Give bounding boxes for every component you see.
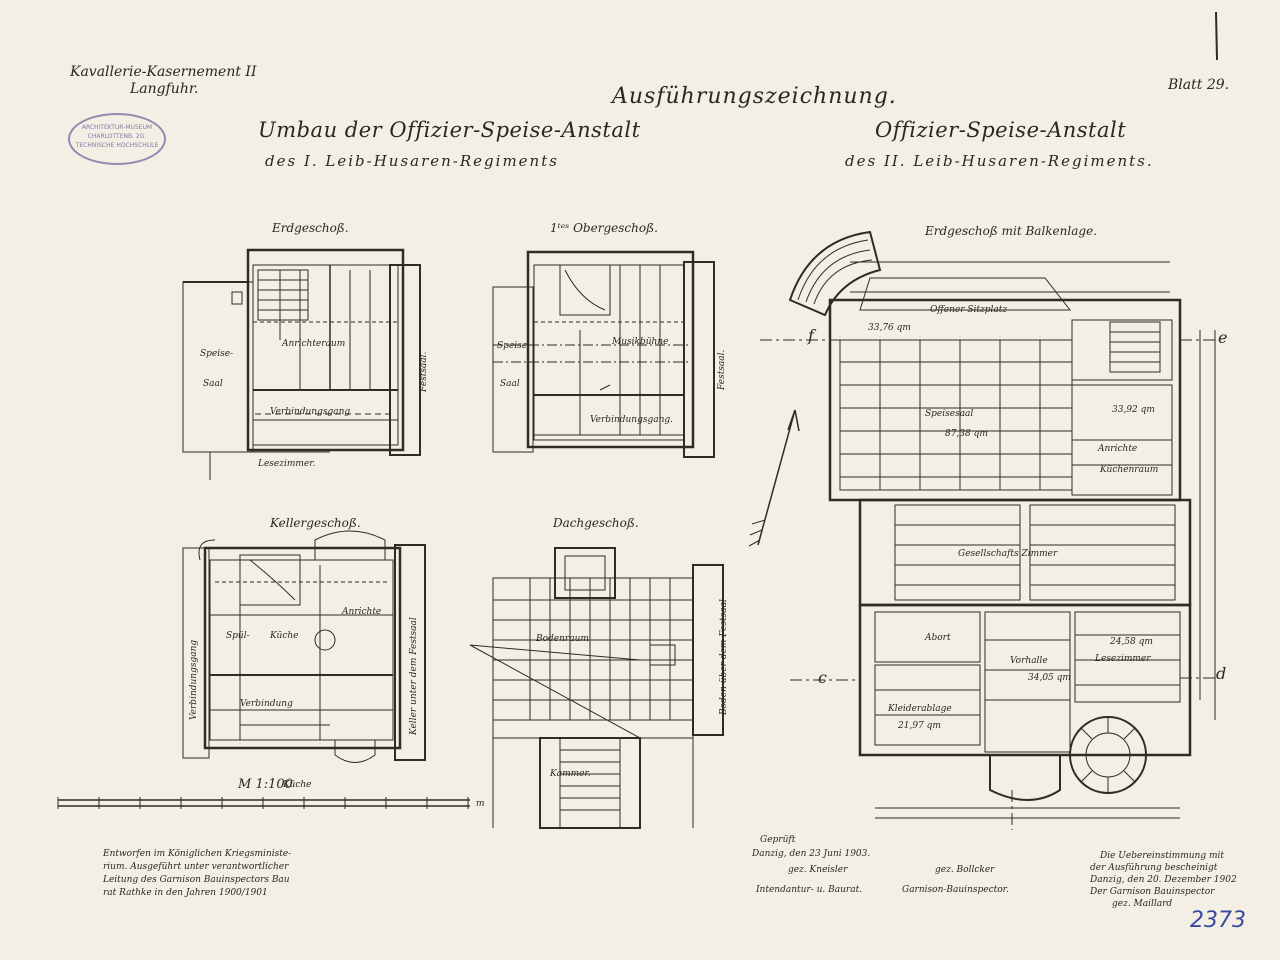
right-subtitle: des II. Leib-Husaren-Regiments.: [845, 152, 1154, 170]
main-lesezimmer: Lesezimmer: [1095, 654, 1151, 664]
scale-unit: m: [476, 799, 485, 809]
header-left-line2: Langfuhr.: [130, 81, 199, 97]
plan-dachgeschoss-lines: [469, 547, 724, 829]
stamp-line-3: TECHNISCHE HOCHSCHULE: [75, 142, 159, 149]
inventory-number: 2373: [1190, 908, 1246, 933]
erd-lesezimmer: Lesezimmer.: [258, 459, 316, 469]
museum-stamp: ARCHITEKTUR-MUSEUM CHARLOTTENB. 2G. TECH…: [68, 113, 166, 165]
footer-check-3: gez. Kneisler: [788, 865, 848, 875]
keller-verbindung: Verbindung: [240, 699, 293, 709]
dach-festsaal-note: Boden über dem Festsaal: [719, 599, 729, 715]
main-plan-title: Erdgeschoß mit Balkenlage.: [925, 224, 1097, 238]
ober-saal: Saal: [500, 379, 520, 389]
sheet-number: Blatt 29.: [1168, 77, 1230, 93]
main-anrichte: Anrichte: [1098, 444, 1138, 454]
footer-left-note-3: Leitung des Garnison Bauinspectors Bau: [103, 875, 290, 885]
footer-right-note-3: Danzig, den 20. Dezember 1902: [1090, 875, 1237, 885]
obergeschoss-title: 1ᵗᵉˢ Obergeschoß.: [550, 221, 658, 235]
footer-check-2: Danzig, den 23 Juni 1903.: [752, 849, 871, 859]
footer-check-6: Garnison-Bauinspector.: [902, 885, 1009, 895]
footer-right-note-1: Die Uebereinstimmung mit: [1100, 851, 1225, 861]
plan-main-lines: [748, 230, 1216, 830]
keller-spuel: Spül-: [226, 631, 250, 641]
section-e: e: [1218, 328, 1228, 347]
main-area-lese: 24,58 qm: [1110, 637, 1153, 647]
footer-left-note-1: Entworfen im Königlichen Kriegsministe-: [103, 849, 292, 859]
keller-verbindungsgang: Verbindungsgang: [189, 639, 199, 720]
section-d: d: [1216, 664, 1227, 683]
dach-bodenraum: Bodenraum: [536, 634, 589, 644]
main-kleiderablage: Kleiderablage: [888, 704, 952, 714]
erdgeschoss-title: Erdgeschoß.: [272, 221, 349, 235]
right-title: Offizier-Speise-Anstalt: [875, 118, 1127, 142]
dachgeschoss-title: Dachgeschoß.: [553, 516, 639, 530]
scale-label: M 1:100: [238, 777, 293, 792]
erd-speisesaal-1: Speise-: [200, 349, 234, 359]
plan-kellergeschoss-lines: [182, 530, 426, 763]
footer-right-note-4: Der Garnison Bauinspector: [1090, 887, 1215, 897]
main-area-vor: 34,05 qm: [1028, 673, 1071, 683]
footer-right-note-2: der Ausführung bescheinigt: [1090, 863, 1218, 873]
main-area-sitz: 33,76 qm: [868, 323, 911, 333]
keller-kueche-bottom: Küche: [283, 780, 312, 790]
kellergeschoss-title: Kellergeschoß.: [270, 516, 361, 530]
stamp-line-1: ARCHITEKTUR-MUSEUM: [81, 124, 153, 131]
stamp-line-2: CHARLOTTENB. 2G.: [87, 133, 147, 140]
plan-erdgeschoss-lines: [182, 248, 421, 480]
main-gesellschafts-zimmer: Gesellschafts Zimmer: [958, 549, 1058, 559]
ober-speise: Speise: [497, 341, 528, 351]
main-abort: Abort: [925, 633, 951, 643]
footer-check-4: gez. Bollcker: [935, 865, 995, 875]
dach-kammer: Kammer.: [550, 769, 591, 779]
left-title: Umbau der Offizier-Speise-Anstalt: [258, 118, 641, 142]
header-left-line1: Kavallerie-Kasernement II: [70, 64, 257, 80]
ober-verbindungsgang: Verbindungsgang.: [590, 415, 674, 425]
erd-speisesaal-2: Saal: [203, 379, 223, 389]
erd-festsaal: Festsaal.: [419, 351, 429, 392]
ober-musikbuehne: Musikbühne: [612, 337, 669, 347]
footer-check-1: Geprüft: [760, 835, 796, 845]
section-f: f: [808, 326, 814, 345]
main-offener-sitzplatz: Offener Sitzplatz: [930, 305, 1008, 315]
main-area-kleider: 21,97 qm: [898, 721, 941, 731]
main-kuechenraum: Küchenraum: [1100, 465, 1159, 475]
section-c: c: [818, 668, 827, 687]
main-area-saal: 87,38 qm: [945, 429, 988, 439]
left-subtitle: des I. Leib-Husaren-Regiments: [265, 152, 559, 170]
erd-anrichteraum: Anrichteraum: [282, 339, 346, 349]
footer-check-5: Intendantur- u. Baurat.: [756, 885, 863, 895]
ober-festsaal: Festsaal.: [717, 349, 727, 390]
main-speisesaal: Speisesaal: [925, 409, 974, 419]
footer-right-note-5: gez. Maillard: [1112, 899, 1173, 909]
erd-verbindungsgang: Verbindungsgang: [270, 407, 351, 417]
footer-left-note-4: rat Rathke in den Jahren 1900/1901: [103, 888, 268, 898]
keller-anrichte: Anrichte: [342, 607, 382, 617]
keller-kueche: Küche: [270, 631, 299, 641]
main-area-anr: 33,92 qm: [1112, 405, 1155, 415]
footer-left-note-2: rium. Ausgeführt unter verantwortlicher: [103, 862, 289, 872]
plan-obergeschoss-lines: [492, 250, 715, 458]
main-title: Ausführungszeichnung.: [612, 84, 897, 109]
keller-festsaal-note: Keller unter dem Festsaal: [409, 617, 419, 735]
main-vorhalle: Vorhalle: [1010, 656, 1048, 666]
scale-bar-lines: [57, 797, 470, 809]
